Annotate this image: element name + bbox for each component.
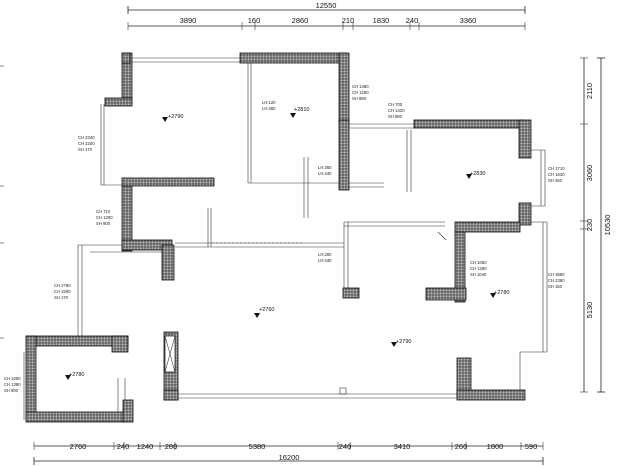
note-10-line-1: LH:120 bbox=[262, 100, 276, 105]
left-edge-ticks bbox=[0, 65, 4, 339]
interior-lines bbox=[23, 57, 548, 420]
note-8-line-3: SH 1040 bbox=[470, 272, 487, 277]
top-dim-5: 1830 bbox=[373, 16, 390, 25]
bottom-dim-6: 240 bbox=[339, 442, 352, 451]
elevation-marker-3 bbox=[466, 174, 472, 179]
note-3-line-3: SH 170 bbox=[54, 295, 69, 300]
right-dim-4: 5130 bbox=[585, 302, 594, 319]
top-dim-6: 240 bbox=[406, 16, 419, 25]
right-dim-3: 230 bbox=[585, 219, 594, 232]
bottom-dim-8: 260 bbox=[455, 442, 468, 451]
elevation-marker-2 bbox=[290, 113, 296, 118]
note-7-line-3: SH 450 bbox=[548, 178, 563, 183]
note-6-line-1: CH 700 bbox=[388, 102, 403, 107]
note-2-line-3: SH 900 bbox=[96, 221, 111, 226]
bottom-dim-3: 1240 bbox=[137, 442, 154, 451]
note-10-line-2: LH:360 bbox=[262, 106, 276, 111]
note-11-line-1: LH:360 bbox=[318, 165, 332, 170]
bottom-total-dimension: 16200 bbox=[279, 453, 300, 462]
note-7-line-1: CH 1710 bbox=[548, 166, 565, 171]
elevation-markers: +2790 +2810 +2830 +2760 +2790 +2780 +278… bbox=[65, 107, 509, 380]
note-2-line-1: CH 710 bbox=[96, 209, 111, 214]
elevation-marker-6 bbox=[490, 293, 496, 298]
note-5-line-1: CH 1480 bbox=[352, 84, 369, 89]
note-12-line-2: LH:440 bbox=[318, 258, 332, 263]
right-dim-2: 3060 bbox=[585, 165, 594, 182]
note-4-line-1: CH 1090 bbox=[4, 376, 21, 381]
note-5-line-3: SH 890 bbox=[352, 96, 367, 101]
top-dimension-chain: 12550 3890 160 2860 210 1830 240 3360 bbox=[127, 1, 526, 30]
note-6-line-2: CH 1420 bbox=[388, 108, 405, 113]
bottom-dim-9: 1800 bbox=[487, 442, 504, 451]
note-3-line-1: CH 2780 bbox=[54, 283, 71, 288]
elevation-label-5: +2790 bbox=[396, 339, 411, 345]
bottom-dim-4: 280 bbox=[165, 442, 178, 451]
note-8-line-2: CH 1280 bbox=[470, 266, 487, 271]
note-8-line-1: CH 1050 bbox=[470, 260, 487, 265]
note-7-line-2: CH 1640 bbox=[548, 172, 565, 177]
bottom-dim-1: 2760 bbox=[70, 442, 87, 451]
bottom-dimension-chain: 2760 240 1240 280 5380 240 3410 260 1800… bbox=[33, 442, 544, 465]
note-11-line-2: LH:440 bbox=[318, 171, 332, 176]
note-1-line-1: CH 2340 bbox=[78, 135, 95, 140]
right-total-dimension: 10530 bbox=[603, 215, 612, 236]
top-dim-2: 160 bbox=[248, 16, 261, 25]
top-dim-1: 3890 bbox=[180, 16, 197, 25]
elevation-label-3: +2830 bbox=[470, 171, 485, 177]
elevation-marker-4 bbox=[254, 313, 260, 318]
note-4-line-2: CH 1380 bbox=[4, 382, 21, 387]
note-3-line-2: CH 2290 bbox=[54, 289, 71, 294]
elevation-marker-5 bbox=[391, 342, 397, 347]
elevation-label-1: +2790 bbox=[168, 114, 183, 120]
note-6-line-3: SH 880 bbox=[388, 114, 403, 119]
note-12-line-1: LH:280 bbox=[318, 252, 332, 257]
elevation-label-6: +2780 bbox=[494, 290, 509, 296]
note-5-line-2: CH 1290 bbox=[352, 90, 369, 95]
elevation-marker-1 bbox=[162, 117, 168, 122]
top-dim-7: 3360 bbox=[460, 16, 477, 25]
top-dim-4: 210 bbox=[342, 16, 355, 25]
bottom-dim-7: 3410 bbox=[394, 442, 411, 451]
note-9-line-2: CH 2360 bbox=[548, 278, 565, 283]
walls bbox=[25, 52, 532, 423]
note-4-line-3: SH 900 bbox=[4, 388, 19, 393]
note-9-line-3: SH 150 bbox=[548, 284, 563, 289]
note-9-line-1: CH 3680 bbox=[548, 272, 565, 277]
bottom-dim-5: 5380 bbox=[249, 442, 266, 451]
note-1-line-2: CH 2200 bbox=[78, 141, 95, 146]
bottom-dim-10: 590 bbox=[525, 442, 538, 451]
elevation-label-7: +2780 bbox=[69, 372, 84, 378]
right-dimension-chain: 2110 3060 230 5130 10530 bbox=[580, 57, 612, 393]
top-dim-3: 2860 bbox=[292, 16, 309, 25]
note-2-line-2: CH 1290 bbox=[96, 215, 113, 220]
window-notes: CH 2340 CH 2200 SH 170 CH 710 CH 1290 SH… bbox=[4, 84, 565, 393]
top-total-dimension: 12550 bbox=[316, 1, 337, 10]
bottom-dim-2: 240 bbox=[117, 442, 130, 451]
elevation-marker-7 bbox=[65, 375, 71, 380]
elevation-label-2: +2810 bbox=[294, 107, 309, 113]
note-1-line-3: SH 170 bbox=[78, 147, 93, 152]
right-dim-1: 2110 bbox=[585, 83, 594, 99]
elevation-label-4: +2760 bbox=[259, 307, 274, 313]
